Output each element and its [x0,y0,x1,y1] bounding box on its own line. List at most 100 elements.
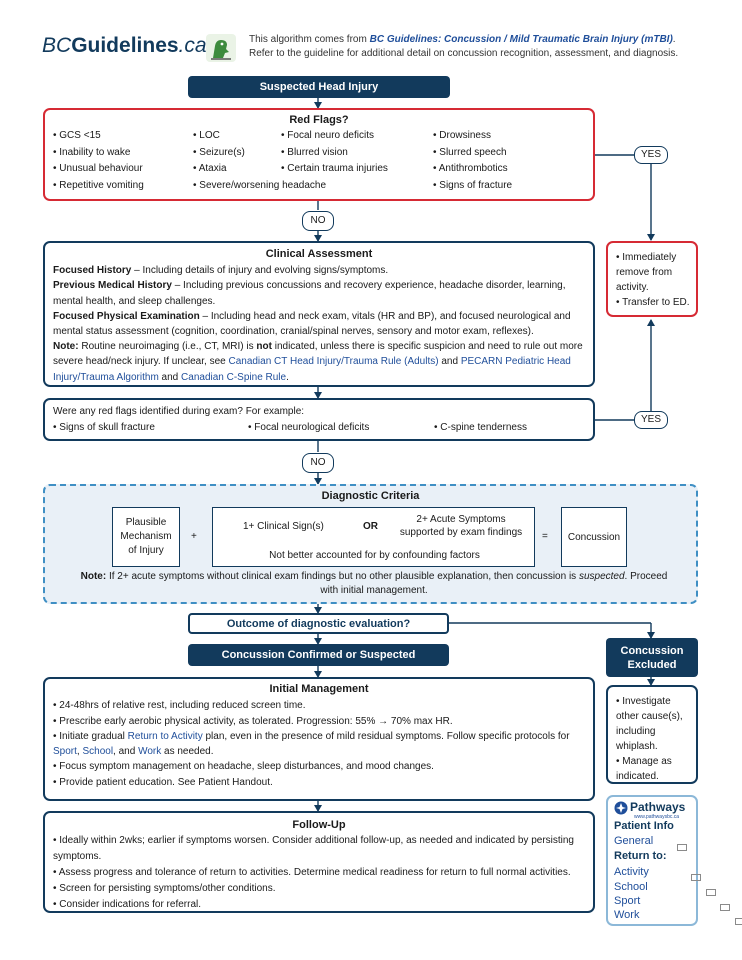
pathways-url: www.pathwaysbc.ca [634,814,680,820]
flag-item: Certain trauma injuries [281,161,431,178]
red-flags-col3: Focal neuro deficits Blurred vision Cert… [281,128,431,178]
note-and-2: and [158,371,182,383]
pathways-brand[interactable]: Pathways [630,800,686,814]
follow-up-box: Follow-Up Ideally within 2wks; earlier i… [43,811,595,913]
diag-note-b: . Proceed with initial management. [320,571,668,596]
intro-suffix: . [672,34,676,45]
diagnostic-criteria-box: Diagnostic Criteria Plausible Mechanism … [43,484,698,604]
pathways-panel: Pathways www.pathwaysbc.ca Patient Info … [606,795,742,926]
previous-medical-history: Previous Medical History – Including pre… [53,278,585,308]
flag-item: Signs of fracture [433,178,583,195]
flag-item: Drowsiness [433,128,583,145]
flag-item: Ataxia [193,161,343,178]
return-to-activity-link[interactable]: Return to Activity [127,730,203,742]
follow-up-item: Assess progress and tolerance of return … [53,865,585,881]
initial-item-aerobic: Prescribe early aerobic physical activit… [53,714,585,729]
flag-item: Repetitive vomiting [53,178,193,195]
plus-sign: + [191,531,197,542]
envelope-icon [720,904,731,911]
flag-item: Severe/worsening headache [193,178,343,195]
acute-symptoms: 2+ Acute Symptoms supported by exam find… [399,514,523,538]
red-flags-col1: GCS <15 Inability to wake Unusual behavi… [53,128,193,194]
flag-item: Seizure(s) [193,145,343,162]
pathways-sport-link[interactable]: Sport [614,895,641,907]
work-link[interactable]: Work [138,746,162,758]
investigate-item: Investigate other cause(s), including wh… [616,694,692,754]
red-flags-title: Red Flags? [289,114,349,126]
no-badge-red-flags: NO [302,211,334,231]
exam-question: Were any red flags identified during exa… [53,406,305,417]
initial-item-rest: 24-48hrs of relative rest, including red… [53,698,585,713]
c-spine-rule-link[interactable]: Canadian C-Spine Rule [181,371,287,383]
return-to-heading: Return to: [614,850,667,862]
exam-red-flags-box: Were any red flags identified during exa… [43,398,595,441]
suspected-head-injury-node: Suspected Head Injury [188,76,450,98]
pathways-activity-link[interactable]: Activity [614,866,649,878]
intro-line2: Refer to the guideline for additional de… [249,48,679,59]
flag-item: Blurred vision [281,145,431,162]
no-badge-exam: NO [302,453,334,473]
remove-transfer-box: Immediately remove from activity. Transf… [606,241,698,317]
bcguidelines-logo[interactable]: BCGuidelines.ca [42,34,242,66]
general-link[interactable]: General [614,835,654,847]
confounding-text: Not better accounted for by confounding … [269,550,480,561]
pmh-label: Previous Medical History [53,280,172,292]
logo-text-bc: BC [42,34,72,57]
arrow-lines [314,98,655,812]
red-flags-col2: LOC Seizure(s) Ataxia Severe/worsening h… [193,128,343,194]
manage-item: Manage as indicated. [616,754,692,784]
red-flags-col4: Drowsiness Slurred speech Antithrombotic… [433,128,583,194]
pmh-text: – Including previous concussions and rec… [53,280,566,307]
mechanism-cell: Plausible Mechanism of Injury [112,507,180,567]
ct-head-rule-link[interactable]: Canadian CT Head Injury/Trauma Rule (Adu… [228,356,439,368]
mascot-icon [205,32,237,64]
diag-note-label: Note: [80,571,107,582]
fpe-label: Focused Physical Examination [53,310,200,322]
guideline-link[interactable]: BC Guidelines: Concussion / Mild Traumat… [369,34,673,45]
neuroimaging-note: Note: Routine neuroimaging (i.e., CT, MR… [53,339,585,385]
pathways-school-link[interactable]: School [614,881,648,893]
red-flags-box: Red Flags? GCS <15 Inability to wake Unu… [43,108,595,201]
note-text-b: indicated, unless there is specific susp… [53,341,583,368]
focused-history-label: Focused History [53,265,132,277]
patient-info-heading: Patient Info [614,820,674,832]
exam-flag-item: Signs of skull fracture [53,420,155,436]
focused-physical-exam: Focused Physical Examination – Including… [53,309,585,339]
clinical-assessment-box: Clinical Assessment Focused History – In… [43,241,595,387]
clinical-title: Clinical Assessment [265,248,373,260]
envelope-icon [734,918,742,925]
diag-note-suspected: suspected [578,571,625,582]
return-text-a: Initiate gradual [59,730,128,742]
pecarn-link[interactable]: PECARN Pediatric Head Injury/Trauma Algo… [53,356,571,383]
follow-up-item: Screen for persisting symptoms/other con… [53,881,585,897]
follow-up-title: Follow-Up [292,819,346,831]
remove-item: Immediately remove from activity. [616,250,692,295]
envelope-icon [691,874,702,881]
return-text-e: as needed. [161,746,214,758]
flag-item: Focal neuro deficits [281,128,431,145]
follow-up-item: Consider indications for referral. [53,897,585,913]
equals-sign: = [542,531,548,542]
pathways-work-link[interactable]: Work [614,909,640,921]
intro-prefix: This algorithm comes from [249,34,370,45]
diagnostic-note: Note: If 2+ acute symptoms without clini… [79,570,669,598]
school-link[interactable]: School [82,746,114,758]
pathways-logo-icon [614,801,628,815]
follow-up-item: Ideally within 2wks; earlier if symptoms… [53,833,585,865]
exam-flag-item: Focal neurological deficits [248,420,369,436]
yes-badge-exam: YES [634,411,668,429]
logo-text-guidelines: Guidelines [71,34,179,57]
signs-symptoms-cell: 1+ Clinical Sign(s) OR 2+ Acute Symptoms… [212,507,535,567]
envelope-icon [705,889,716,896]
transfer-item: Transfer to ED. [616,295,692,310]
clinical-signs: 1+ Clinical Sign(s) [243,521,324,532]
sport-link[interactable]: Sport [53,746,77,758]
focused-history-text: – Including details of injury and evolvi… [131,265,389,277]
concussion-excluded-node: Concussion Excluded [606,638,698,677]
fpe-text: – Including head and neck exam, vitals (… [53,310,571,338]
initial-item-symptoms: Focus symptom management on headache, sl… [53,759,585,774]
note-and-1: and [438,356,461,368]
excluded-management-box: Investigate other cause(s), including wh… [606,685,698,784]
initial-item-education: Provide patient education. See Patient H… [53,775,585,790]
